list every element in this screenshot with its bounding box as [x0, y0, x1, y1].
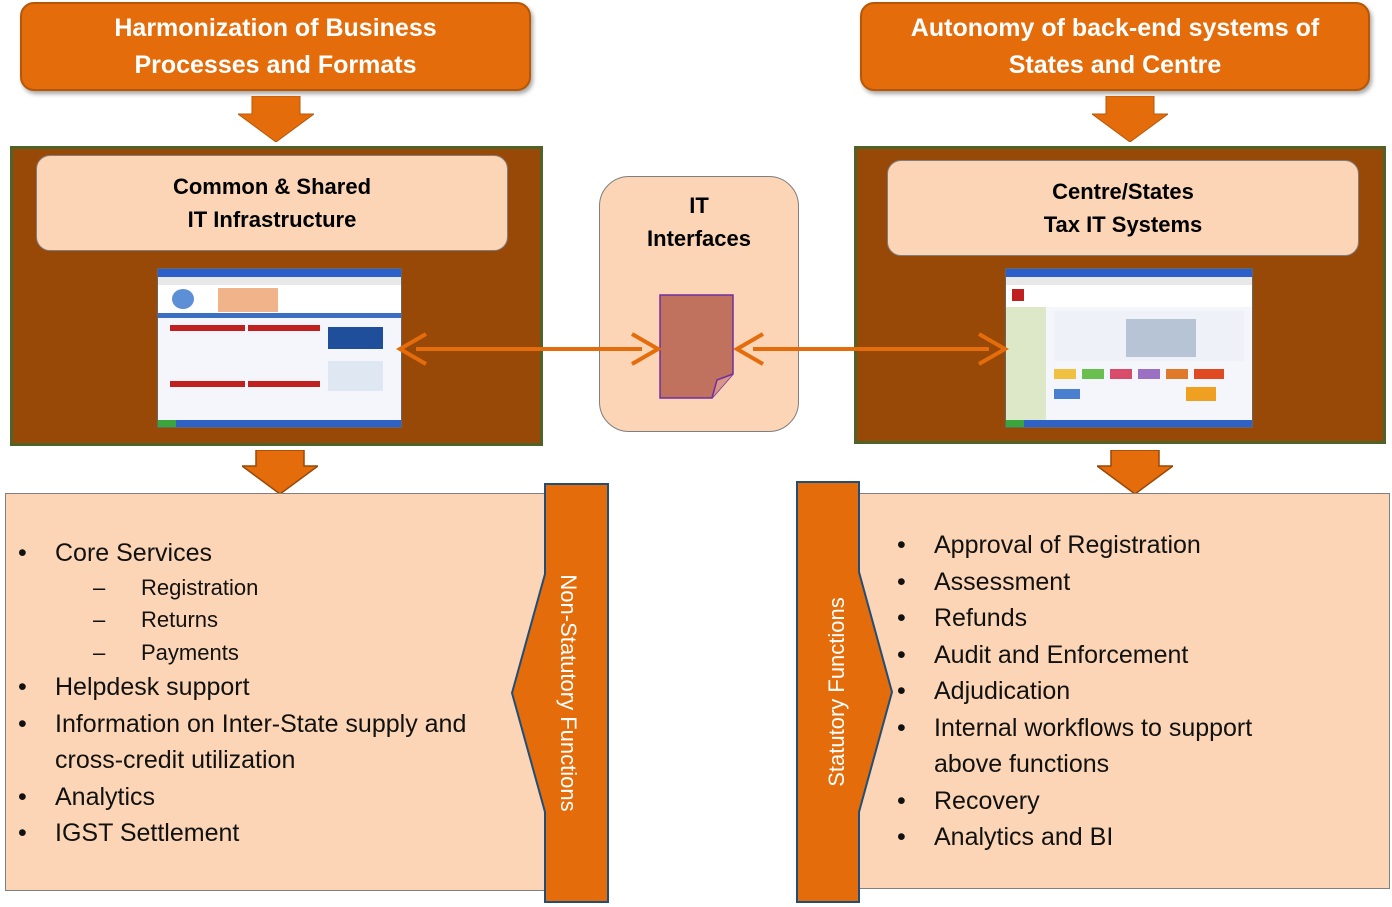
list-item: –Returns — [93, 607, 219, 632]
list-item: •Adjudication — [897, 677, 1071, 705]
down-arrow-icon — [1092, 96, 1168, 142]
document-icon — [659, 294, 734, 399]
autonomy-line2: States and Centre — [1008, 50, 1222, 79]
list-item: •Helpdesk support — [18, 673, 250, 701]
list-item: •Assessment — [897, 567, 1071, 596]
non-statutory-arrow — [510, 483, 609, 903]
it-interfaces-line2: Interfaces — [647, 226, 751, 251]
statutory-list: •Approval of Registration •Assessment •R… — [897, 527, 1374, 856]
common-infra-line1: Common & Shared — [172, 174, 372, 199]
non-statutory-label: Non-Statutory Functions — [556, 574, 581, 812]
harmonization-line2: Processes and Formats — [134, 50, 417, 79]
list-item: •Refunds — [897, 604, 1028, 632]
tax-it-line2: Tax IT Systems — [1043, 212, 1203, 237]
list-item: –Payments — [93, 639, 239, 665]
non-statutory-list-box — [5, 493, 546, 891]
tax-it-line1: Centre/States — [1052, 179, 1194, 204]
list-item: –Registration — [93, 574, 259, 600]
it-interfaces-line1: IT — [689, 193, 709, 218]
list-item: •Internal workflows to support — [897, 713, 1253, 742]
list-item: •Core Services — [18, 539, 212, 567]
common-infra-box: Common & Shared IT Infrastructure — [36, 155, 508, 251]
portal-screenshot — [157, 268, 402, 428]
list-item-continuation: cross-credit utilization — [55, 746, 296, 774]
list-item: •Information on Inter-State supply and — [18, 709, 467, 738]
statutory-arrow — [796, 481, 894, 903]
down-arrow-icon — [242, 450, 318, 494]
list-item: •Analytics — [18, 782, 156, 811]
harmonization-box: Harmonization of Business Processes and … — [20, 2, 531, 91]
connector-arrow-left — [396, 332, 662, 366]
list-item: •Audit and Enforcement — [897, 640, 1189, 669]
connector-arrow-right — [733, 332, 1009, 366]
sub-list: –Registration –Returns –Payments — [55, 572, 535, 670]
autonomy-box: Autonomy of back-end systems of States a… — [860, 2, 1370, 91]
autonomy-line1: Autonomy of back-end systems of — [910, 13, 1320, 42]
statutory-list-box — [859, 493, 1390, 889]
list-item: •Approval of Registration — [897, 531, 1201, 559]
down-arrow-icon — [1097, 450, 1173, 494]
list-item: •Recovery — [897, 786, 1040, 815]
harmonization-line1: Harmonization of Business — [114, 13, 437, 42]
tax-dept-screenshot — [1005, 268, 1253, 428]
down-arrow-icon — [238, 96, 314, 142]
statutory-label: Statutory Functions — [824, 597, 849, 787]
common-infra-line2: IT Infrastructure — [187, 207, 357, 232]
list-item: •IGST Settlement — [18, 819, 240, 847]
list-item: •Analytics and BI — [897, 823, 1114, 851]
tax-it-box: Centre/States Tax IT Systems — [887, 160, 1359, 256]
statutory-label-wrap: Statutory Functions — [797, 480, 877, 904]
non-statutory-label-wrap: Non-Statutory Functions — [528, 482, 608, 904]
non-statutory-list: •Core Services –Registration –Returns –P… — [18, 535, 535, 852]
list-item-continuation: above functions — [934, 750, 1110, 778]
